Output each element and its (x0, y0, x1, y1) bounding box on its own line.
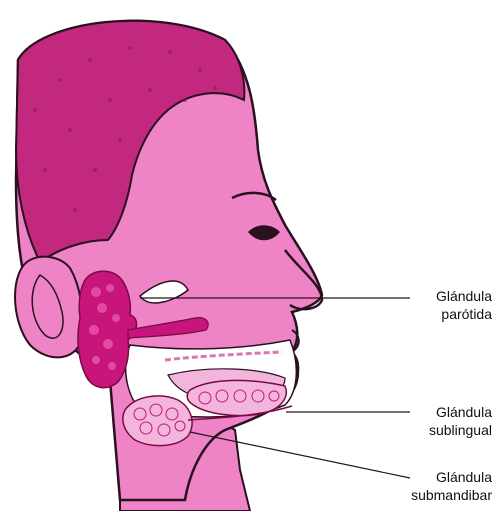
label-submandibular-line1: Glándula (436, 469, 492, 486)
ear (15, 257, 83, 358)
sublingual-gland (187, 380, 286, 415)
submandibular-gland (123, 396, 192, 446)
label-sublingual-line2: sublingual (429, 422, 492, 439)
label-parotid-line1: Glándula (436, 288, 492, 305)
label-sublingual-line1: Glándula (436, 404, 492, 421)
label-parotid-line2: parótida (441, 306, 492, 323)
label-submandibular-line2: submandibar (411, 487, 492, 504)
